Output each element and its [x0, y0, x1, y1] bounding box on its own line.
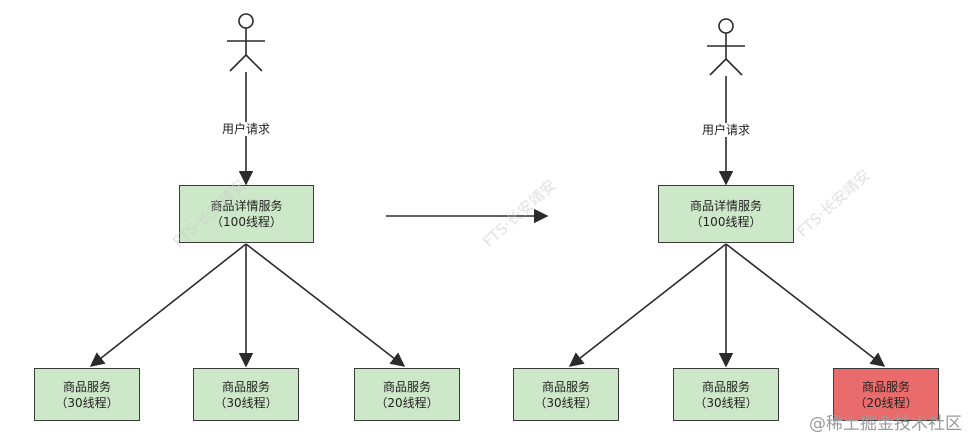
thread-count: （100线程） [690, 215, 762, 229]
call-arrows-left [89, 243, 406, 368]
thread-count: （30线程） [534, 395, 598, 410]
thread-count: （30线程） [694, 395, 758, 410]
service-name: 商品详情服务 [210, 199, 283, 213]
service-name: 商品服务 [541, 379, 590, 394]
service-name: 商品服务 [701, 379, 750, 394]
request-label: 用户请求 [700, 123, 752, 137]
thread-count: （30线程） [214, 395, 278, 410]
service-name: 商品详情服务 [689, 199, 762, 213]
detail-service-box: 商品详情服务 （100线程） [179, 185, 314, 243]
failed-product-service-box: 商品服务 （20线程） [833, 368, 939, 421]
product-service-box: 商品服务 （30线程） [193, 368, 299, 421]
user-actor-icon [707, 18, 745, 76]
service-name: 商品服务 [382, 379, 431, 394]
product-service-box: 商品服务 （30线程） [673, 368, 779, 421]
product-service-box: 商品服务 （20线程） [354, 368, 460, 421]
thread-count: （30线程） [55, 395, 119, 410]
user-actor-icon [227, 13, 265, 72]
request-label: 用户请求 [220, 122, 272, 136]
detail-service-box: 商品详情服务 （100线程） [658, 185, 794, 243]
service-name: 商品服务 [861, 379, 910, 394]
product-service-box: 商品服务 （30线程） [34, 368, 140, 421]
product-service-box: 商品服务 （30线程） [513, 368, 619, 421]
call-arrows-right [568, 243, 886, 368]
site-credit: @稀土掘金技术社区 [809, 414, 962, 434]
thread-count: （20线程） [375, 395, 439, 410]
thread-count: （20线程） [854, 395, 918, 410]
thread-count: （100线程） [211, 215, 282, 229]
service-name: 商品服务 [62, 379, 111, 394]
service-name: 商品服务 [221, 379, 270, 394]
